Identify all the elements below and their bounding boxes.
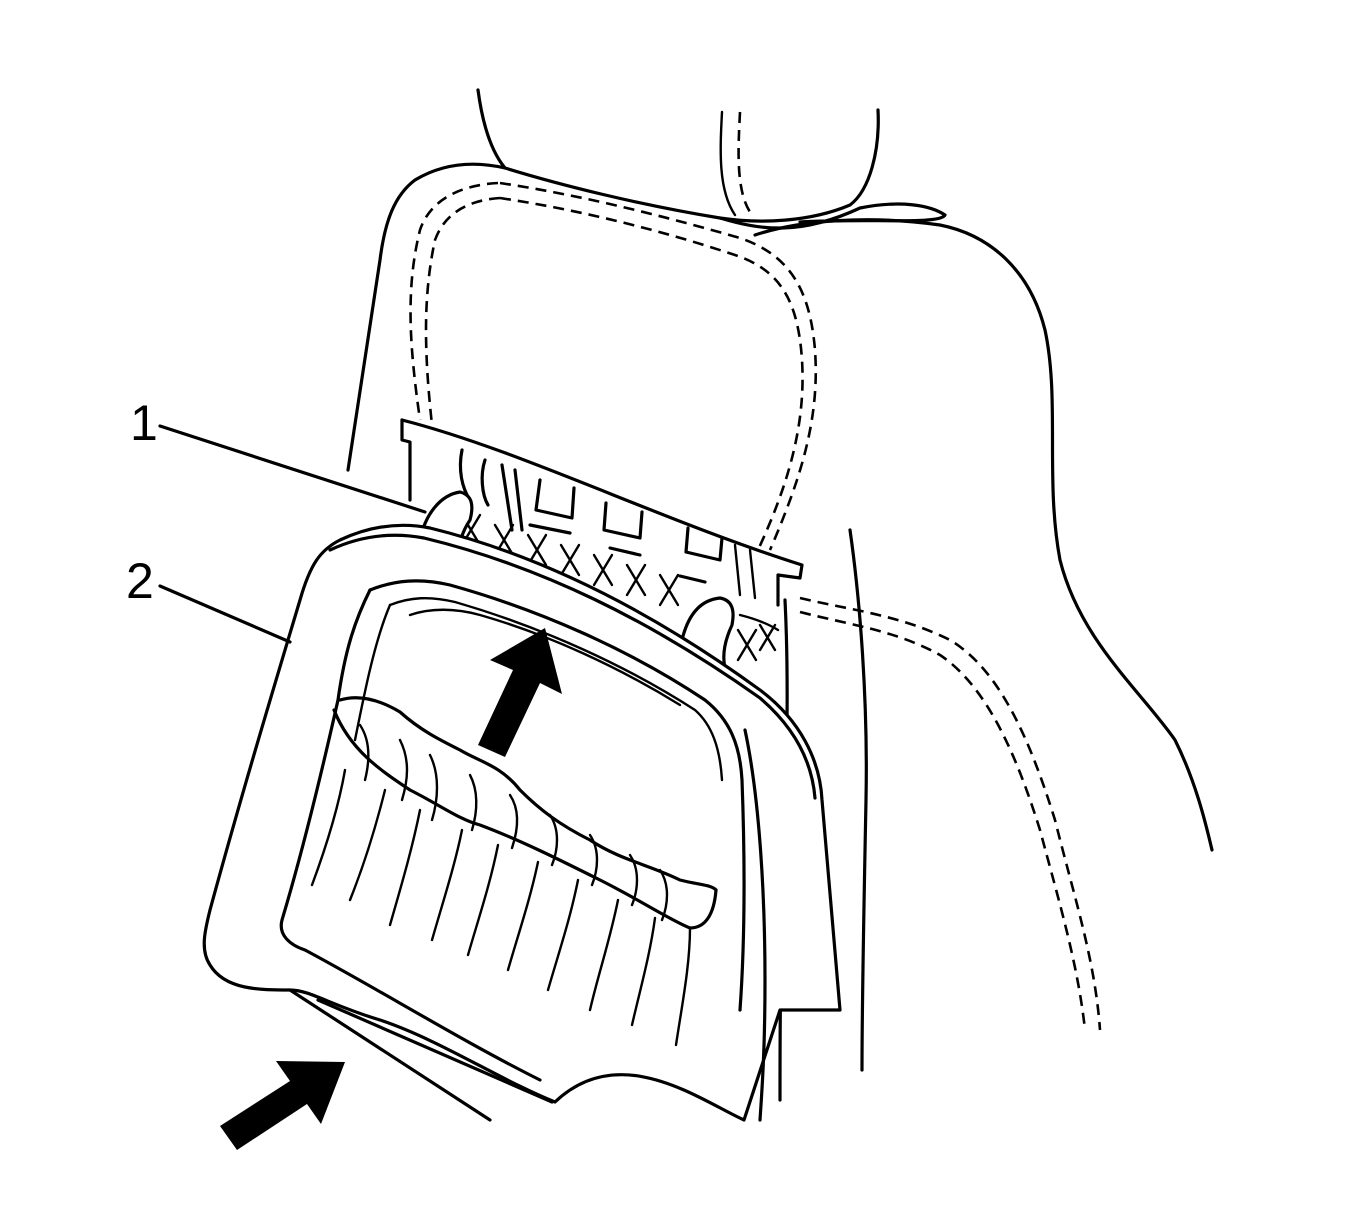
leader-line-2 (158, 584, 292, 644)
direction-arrows (220, 628, 562, 1150)
map-pocket (310, 696, 718, 1047)
leader-line-1 (158, 424, 427, 514)
callout-1: 1 (130, 395, 427, 514)
headrest (476, 88, 880, 223)
callout-2: 2 (126, 553, 292, 644)
seat-back-panel (202, 490, 842, 1122)
seat-stitching (409, 181, 1102, 1031)
callout-label-1: 1 (130, 395, 158, 451)
callout-label-2: 2 (126, 553, 154, 609)
insert-arrow (220, 1061, 345, 1150)
up-arrow (478, 628, 562, 757)
